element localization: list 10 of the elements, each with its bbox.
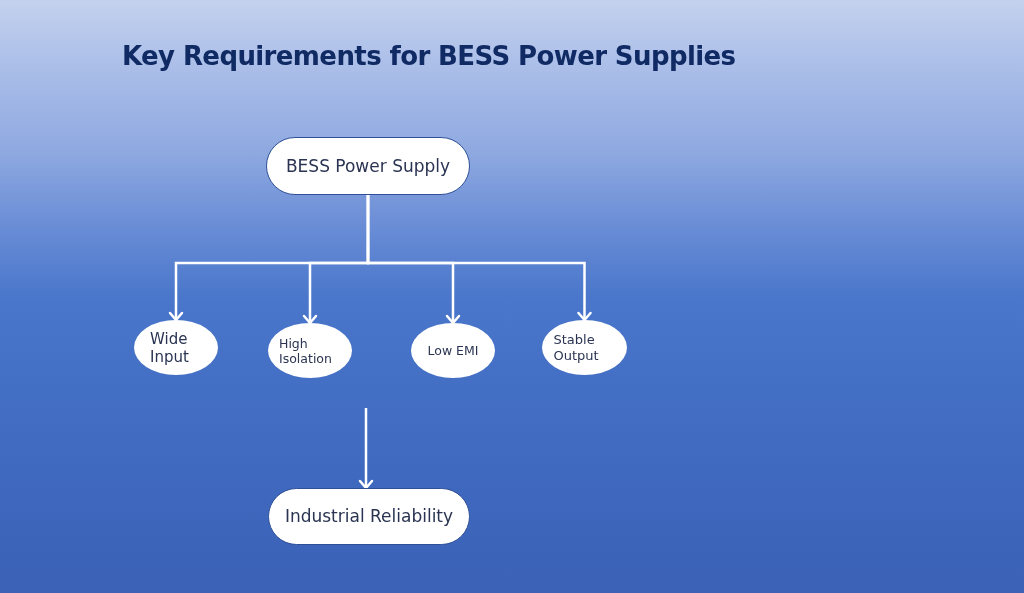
node-label: Stable Output bbox=[553, 331, 600, 364]
arrow bbox=[358, 408, 374, 490]
node-label: BESS Power Supply bbox=[285, 155, 451, 177]
node-label: Low EMI bbox=[427, 343, 479, 358]
result-pill bbox=[268, 488, 470, 545]
arrow bbox=[366, 195, 592, 322]
node-label: High Isolation bbox=[279, 335, 333, 366]
node-label: Industrial Reliability bbox=[284, 506, 454, 527]
node-label: Wide Input bbox=[150, 329, 190, 366]
diagram-title: Key Requirements for BESS Power Supplies bbox=[122, 41, 736, 71]
